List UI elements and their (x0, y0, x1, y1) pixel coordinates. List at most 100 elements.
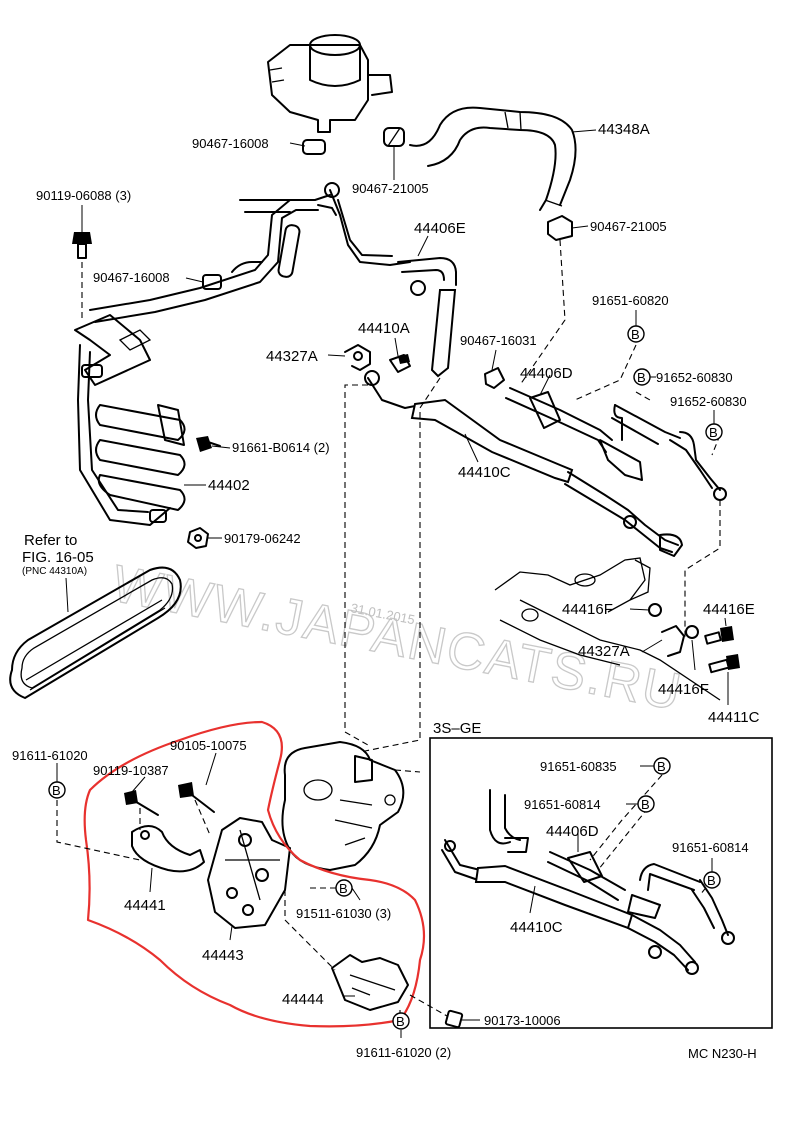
clamp-44327A-lower (661, 625, 685, 657)
union-bolt-44411C (708, 654, 740, 674)
marker-b-91651-60814-a: B (637, 795, 655, 813)
leader-lines (56, 129, 729, 1038)
inset-title: 3S–GE (433, 720, 481, 737)
bolt-90105-10075 (178, 782, 215, 813)
union-bolt-44410A (389, 354, 411, 373)
marker-b-91651-60835: B (653, 757, 671, 775)
svg-text:B: B (631, 327, 640, 342)
inset-parts (441, 789, 735, 975)
label-44441: 44441 (124, 897, 166, 914)
label-44443: 44443 (202, 947, 244, 964)
label-90467-16008-upper: 90467-16008 (192, 136, 269, 151)
watermark: WWW.JAPANCATS.RU 31.01.2015 (107, 554, 688, 723)
footer-code: MC N230-H (688, 1046, 757, 1061)
label-44416F-upper: 44416F (562, 601, 613, 618)
hose-44406D (505, 387, 727, 529)
label-44406E: 44406E (414, 220, 466, 237)
label-90119-10387: 90119-10387 (93, 763, 169, 778)
label-44406D: 44406D (520, 365, 573, 382)
marker-b-91611-61020-a: B (48, 781, 66, 799)
label-91651-60814-b: 91651-60814 (672, 840, 749, 855)
label-90467-16008-lower: 90467-16008 (93, 270, 170, 285)
hose-44406E (397, 257, 457, 378)
union-bolt-44416E (704, 626, 734, 645)
label-90179-06242: 90179-06242 (224, 531, 301, 546)
gasket-44416F-lower (685, 625, 699, 639)
clamp-44327A (344, 344, 371, 371)
refer-line-1: Refer to (24, 532, 77, 549)
label-44444: 44444 (282, 991, 324, 1008)
assembly-dash-lines (56, 239, 721, 1022)
refer-line-3: (PNC 44310A) (22, 566, 87, 577)
clamp-90467-21005-lower (547, 215, 573, 241)
nut-90179-06242 (187, 527, 209, 549)
label-91651-60814-a: 91651-60814 (524, 797, 601, 812)
label-44348A: 44348A (598, 121, 650, 138)
label-44327A-lower: 44327A (578, 643, 630, 660)
svg-text:B: B (709, 425, 718, 440)
drive-belt (9, 566, 182, 699)
label-44410C-inset: 44410C (510, 919, 563, 936)
bracket-44444 (331, 954, 409, 1011)
marker-b-91511-61030: B (335, 879, 353, 897)
label-91611-61020: 91611-61020 (12, 748, 88, 763)
svg-text:B: B (339, 881, 348, 896)
label-44416E: 44416E (703, 601, 755, 618)
label-91511-61030: 91511-61030 (3) (296, 906, 391, 921)
label-44327A-upper: 44327A (266, 348, 318, 365)
bolt-90119-10387 (124, 790, 159, 816)
svg-text:B: B (641, 797, 650, 812)
marker-b-91611-61020-b: B (392, 1012, 410, 1030)
label-90173-10006: 90173-10006 (484, 1013, 561, 1028)
oil-cooler-44402 (74, 314, 186, 526)
highlight-outline (83, 720, 426, 1028)
inset-3s-ge (429, 737, 773, 1029)
engine-block-fragment (494, 557, 721, 701)
label-90467-16031: 90467-16031 (460, 333, 537, 348)
label-44410C: 44410C (458, 464, 511, 481)
label-44402: 44402 (208, 477, 250, 494)
label-44406D-inset: 44406D (546, 823, 599, 840)
return-hose-44348A (409, 106, 577, 211)
refer-note: Refer to FIG. 16-05 (PNC 44310A) (22, 532, 94, 613)
watermark-text: WWW.JAPANCATS.RU (108, 555, 687, 722)
label-90467-21005-lower: 90467-21005 (590, 219, 667, 234)
svg-text:B: B (396, 1014, 405, 1029)
clamp-90467-21005-upper (383, 127, 405, 147)
marker-b-91651-60820: B (627, 325, 645, 343)
label-91611-61020-2: 91611-61020 (2) (356, 1045, 451, 1060)
svg-text:B: B (52, 783, 61, 798)
label-44411C: 44411C (708, 709, 760, 726)
marker-b-91652-60830-b: B (705, 423, 723, 441)
label-44416F-lower: 44416F (658, 681, 709, 698)
marker-b-91652-60830-a: B (633, 368, 651, 386)
reservoir-tank (267, 34, 393, 133)
label-91651-60820: 91651-60820 (592, 293, 669, 308)
marker-b-91651-60814-b: B (703, 871, 721, 889)
bracket-44443 (207, 817, 291, 929)
label-90119-06088: 90119-06088 (3) (36, 188, 131, 203)
label-90105-10075: 90105-10075 (170, 738, 247, 753)
clamp-90467-16031 (484, 367, 505, 389)
label-91652-60830-b: 91652-60830 (670, 394, 747, 409)
label-91661-B0614: 91661-B0614 (2) (232, 440, 330, 455)
gasket-44416F-upper (648, 603, 662, 617)
label-90467-21005-upper: 90467-21005 (352, 181, 429, 196)
clamp-90467-16008-upper (302, 139, 326, 155)
svg-text:B: B (707, 873, 716, 888)
part-labels: 44348A 90467-16008 90467-21005 90467-210… (12, 121, 760, 1060)
power-steering-pump (281, 741, 405, 871)
refer-line-2: FIG. 16-05 (22, 549, 94, 566)
adjusting-strut-44441 (131, 825, 205, 873)
label-91652-60830-a: 91652-60830 (656, 370, 733, 385)
label-44410A: 44410A (358, 320, 410, 337)
bolt-91661-B0614 (196, 436, 221, 452)
pressure-hose-44410C (364, 370, 683, 557)
label-91651-60835: 91651-60835 (540, 759, 617, 774)
svg-text:B: B (637, 370, 646, 385)
svg-text:B: B (657, 759, 666, 774)
nut-90173-10006 (444, 1009, 464, 1029)
bolt-90119-06088 (72, 232, 92, 259)
pressure-pipes-upper (89, 182, 411, 323)
